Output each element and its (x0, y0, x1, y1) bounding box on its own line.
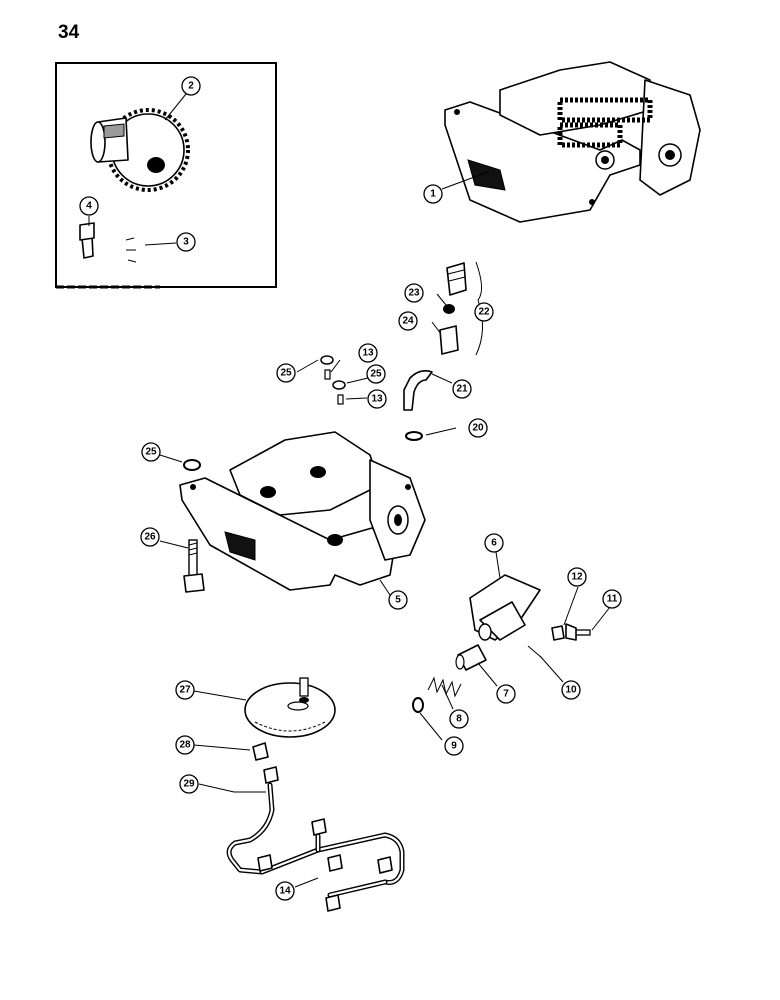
callout-22: 22 (474, 302, 494, 322)
callout-2: 2 (181, 76, 201, 96)
callout-26: 26 (140, 527, 160, 547)
callout-1: 1 (423, 184, 443, 204)
dowel-13a (324, 369, 331, 380)
svg-text:24: 24 (402, 316, 414, 327)
svg-text:6: 6 (491, 538, 497, 549)
washer-9 (412, 697, 424, 713)
callout-9: 9 (444, 736, 464, 756)
svg-text:13: 13 (362, 348, 374, 359)
callout-14: 14 (275, 881, 295, 901)
valve-body-6 (469, 574, 541, 641)
callout-20: 20 (468, 418, 488, 438)
callout-24: 24 (398, 311, 418, 331)
svg-text:23: 23 (408, 288, 420, 299)
callout-27: 27 (175, 680, 195, 700)
washer-25c (183, 459, 201, 471)
lockwasher-12 (551, 625, 565, 641)
nut-24 (439, 325, 459, 355)
callout-13a: 13 (358, 343, 378, 363)
idler-gear (90, 108, 190, 192)
callout-21: 21 (452, 379, 472, 399)
svg-text:28: 28 (179, 740, 191, 751)
svg-text:4: 4 (86, 201, 92, 212)
svg-text:1: 1 (430, 189, 436, 200)
callout-29: 29 (179, 774, 199, 794)
svg-text:14: 14 (279, 886, 291, 897)
callout-4: 4 (79, 196, 99, 216)
page-number: 34 (58, 22, 80, 43)
svg-text:29: 29 (183, 779, 195, 790)
svg-text:10: 10 (565, 685, 577, 696)
svg-text:25: 25 (370, 369, 382, 380)
callout-6: 6 (484, 533, 504, 553)
callout-11: 11 (602, 589, 622, 609)
cotter-pin-10 (527, 645, 543, 659)
svg-text:7: 7 (503, 689, 509, 700)
callout-25b: 25 (366, 364, 386, 384)
oil-tube-21 (403, 370, 433, 411)
callout-25c: 25 (141, 442, 161, 462)
svg-text:25: 25 (145, 447, 157, 458)
svg-text:27: 27 (179, 685, 191, 696)
svg-text:20: 20 (472, 423, 484, 434)
lube-line-29 (226, 766, 405, 912)
svg-text:22: 22 (478, 307, 490, 318)
svg-text:25: 25 (280, 368, 292, 379)
sleeve-23 (443, 304, 455, 314)
svg-text:13: 13 (371, 394, 383, 405)
washer-25b (332, 380, 346, 390)
callout-3: 3 (176, 232, 196, 252)
callout-23: 23 (404, 283, 424, 303)
callout-25a: 25 (276, 363, 296, 383)
inset-frame (55, 62, 277, 289)
svg-text:9: 9 (451, 741, 457, 752)
callout-28: 28 (175, 735, 195, 755)
plunger-7 (455, 644, 487, 671)
callout-12: 12 (567, 567, 587, 587)
o-ring-20 (405, 431, 423, 441)
bolt-11 (565, 623, 591, 641)
bolt-26 (183, 539, 205, 593)
svg-text:5: 5 (395, 595, 401, 606)
svg-text:21: 21 (456, 384, 468, 395)
svg-text:11: 11 (607, 594, 618, 605)
callout-5: 5 (388, 590, 408, 610)
fitting-nut-top (446, 262, 467, 296)
svg-text:8: 8 (456, 714, 462, 725)
spring-8 (427, 676, 462, 698)
inset-washer (125, 237, 137, 263)
svg-text:3: 3 (183, 237, 189, 248)
dowel-13b (337, 394, 344, 405)
svg-text:2: 2 (188, 81, 194, 92)
svg-text:26: 26 (144, 532, 156, 543)
callout-13b: 13 (367, 389, 387, 409)
washer-25a (320, 355, 334, 365)
svg-text:12: 12 (571, 572, 583, 583)
callout-7: 7 (496, 684, 516, 704)
pump-housing (179, 431, 426, 591)
elbow-28 (252, 742, 269, 761)
leader-lines (88, 93, 611, 888)
oil-pump-assembly (444, 61, 701, 223)
callout-10: 10 (561, 680, 581, 700)
callout-8: 8 (449, 709, 469, 729)
inset-bolt (79, 222, 95, 259)
oil-screen-27 (244, 677, 336, 738)
